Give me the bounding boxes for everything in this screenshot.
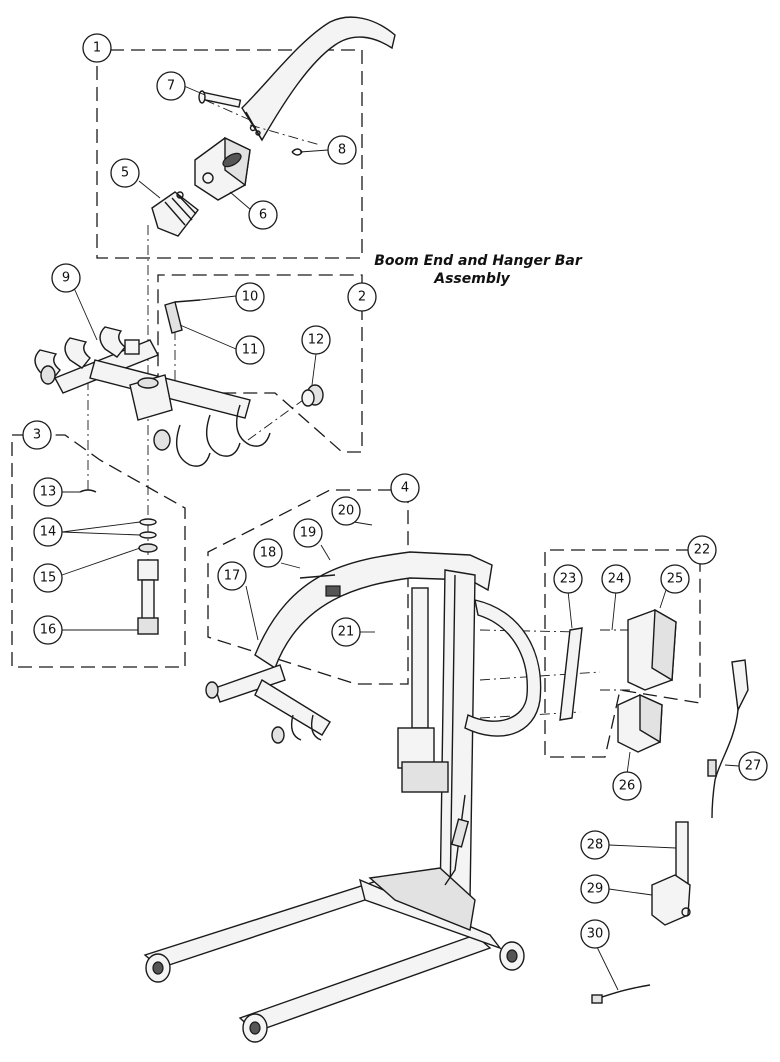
svg-text:7: 7 <box>167 79 175 94</box>
callout-15: 15 <box>33 563 63 593</box>
callout-12: 12 <box>301 325 331 355</box>
boom-end-title-line1: Boom End and Hanger Bar <box>374 253 582 269</box>
boom-arm <box>241 16 396 142</box>
callout-2: 2 <box>347 282 377 312</box>
svg-text:19: 19 <box>300 526 317 541</box>
callout-19: 19 <box>293 518 323 548</box>
svg-text:22: 22 <box>694 543 711 558</box>
group-box-4 <box>207 489 409 685</box>
svg-text:17: 17 <box>224 569 241 584</box>
callout-25: 25 <box>660 564 690 594</box>
callout-28: 28 <box>580 830 610 860</box>
callout-8: 8 <box>327 135 357 165</box>
callout-30: 30 <box>580 919 610 949</box>
push-handle <box>464 599 542 737</box>
callout-13: 13 <box>33 477 63 507</box>
svg-text:8: 8 <box>338 143 346 158</box>
lift-boom <box>254 551 493 670</box>
callout-1: 1 <box>82 33 112 63</box>
svg-text:6: 6 <box>259 208 267 223</box>
control-box-26 <box>617 693 663 753</box>
callout-23: 23 <box>553 564 583 594</box>
group-box-22 <box>544 549 701 758</box>
bracket-23 <box>559 627 583 721</box>
svg-text:4: 4 <box>401 481 409 496</box>
svg-text:23: 23 <box>560 572 577 587</box>
hanger-bar-9 <box>34 326 271 467</box>
pin-7 <box>198 90 242 108</box>
cap-12 <box>301 384 324 407</box>
charger-29 <box>651 874 691 926</box>
svg-text:13: 13 <box>40 485 57 500</box>
group-box-2 <box>157 274 363 453</box>
actuator <box>397 587 449 793</box>
svg-text:5: 5 <box>121 166 129 181</box>
callout-10: 10 <box>235 282 265 312</box>
mini-hanger-bar <box>205 664 331 744</box>
svg-text:1: 1 <box>93 41 101 56</box>
callout-18: 18 <box>253 538 283 568</box>
svg-text:29: 29 <box>587 882 604 897</box>
callout-6: 6 <box>248 200 278 230</box>
ring-13 <box>79 489 97 493</box>
hand-control-27 <box>707 659 749 819</box>
leader-lines <box>61 85 740 991</box>
svg-text:10: 10 <box>242 290 259 305</box>
svg-text:24: 24 <box>608 572 625 587</box>
shaft-16 <box>137 559 159 635</box>
boom-end-title-line2: Assembly <box>434 271 510 287</box>
svg-text:12: 12 <box>308 333 325 348</box>
battery-25 <box>627 608 677 691</box>
svg-text:27: 27 <box>745 759 762 774</box>
hanger-block-6 <box>194 136 251 201</box>
svg-text:18: 18 <box>260 546 277 561</box>
callout-24: 24 <box>601 564 631 594</box>
cord-30 <box>591 984 651 1004</box>
svg-text:26: 26 <box>619 779 636 794</box>
svg-text:21: 21 <box>338 625 355 640</box>
callout-14: 14 <box>33 517 63 547</box>
svg-text:3: 3 <box>33 428 41 443</box>
callout-9: 9 <box>51 263 81 293</box>
hand-pendant-cable <box>444 794 470 886</box>
svg-text:11: 11 <box>242 343 259 358</box>
callout-11: 11 <box>235 335 265 365</box>
svg-text:28: 28 <box>587 838 604 853</box>
callout-4: 4 <box>390 473 420 503</box>
callout-3: 3 <box>22 420 52 450</box>
callout-29: 29 <box>580 874 610 904</box>
callout-20: 20 <box>331 496 361 526</box>
callouts: 1 2 3 4 5 6 7 8 9 10 11 12 13 14 15 16 1… <box>22 33 768 949</box>
svg-text:25: 25 <box>667 572 684 587</box>
group-box-3 <box>11 434 186 668</box>
callout-26: 26 <box>612 771 642 801</box>
svg-text:20: 20 <box>338 504 355 519</box>
callout-7: 7 <box>156 71 186 101</box>
callout-5: 5 <box>110 158 140 188</box>
svg-text:15: 15 <box>40 571 57 586</box>
swivel-5 <box>151 191 199 237</box>
svg-text:30: 30 <box>587 927 604 942</box>
svg-text:16: 16 <box>40 623 57 638</box>
clip-10-11 <box>164 299 201 334</box>
callout-22: 22 <box>687 535 717 565</box>
bushing-15 <box>138 543 158 553</box>
svg-text:2: 2 <box>358 290 366 305</box>
svg-text:9: 9 <box>62 271 70 286</box>
base-frame <box>143 867 525 1043</box>
callout-16: 16 <box>33 615 63 645</box>
callout-17: 17 <box>217 561 247 591</box>
svg-text:14: 14 <box>40 525 57 540</box>
callout-21: 21 <box>331 617 361 647</box>
callout-27: 27 <box>738 751 768 781</box>
